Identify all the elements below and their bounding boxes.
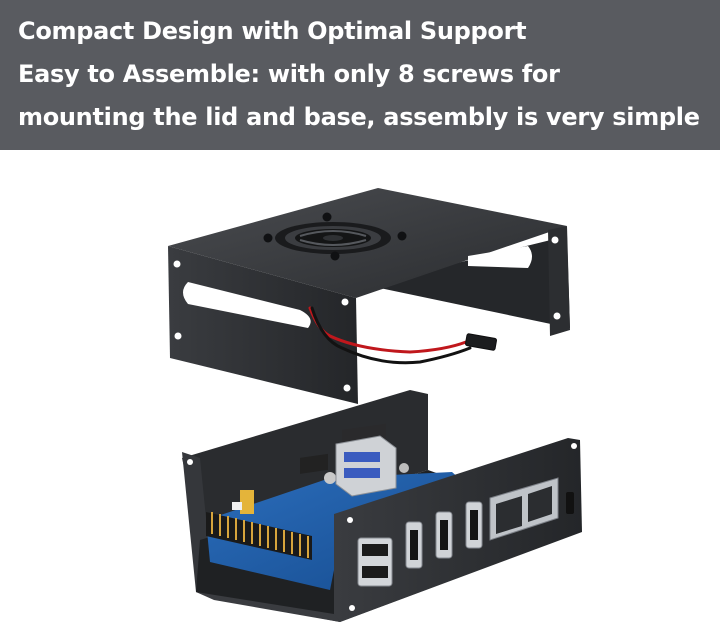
product-photo: [168, 188, 582, 622]
rear-usb-stack: [335, 435, 397, 497]
lid-front-slot: [183, 282, 311, 328]
gpio-header: [206, 512, 312, 560]
banner-headline: Compact Design with Optimal Support: [18, 17, 527, 45]
front-usb-ports: [357, 537, 393, 587]
capacitor-2: [399, 463, 409, 473]
connector-small: [232, 502, 242, 510]
fan-screws: [263, 212, 407, 261]
lid-right-outer-wall: [548, 226, 570, 336]
base-front-wall: [334, 438, 582, 622]
lid-right-slot: [468, 246, 532, 268]
micro-hdmi-ports: [405, 501, 483, 569]
lid-mounting-holes: [173, 236, 561, 392]
lid-front-wall: [168, 246, 358, 404]
case-lid: [168, 188, 570, 404]
memory-chip: [300, 453, 328, 474]
fan-icon: [275, 222, 391, 254]
connector-yellow: [240, 490, 254, 514]
banner-text-line-3: mounting the lid and base, assembly is v…: [18, 103, 700, 131]
feature-banner: Compact Design with Optimal Support Easy…: [0, 0, 720, 150]
ethernet-ports: [489, 477, 559, 541]
power-port: [566, 492, 574, 514]
fan-cable: [308, 306, 497, 365]
banner-text-line-2: Easy to Assemble: with only 8 screws for: [18, 60, 560, 88]
base-mounting-holes: [187, 443, 577, 611]
case-base: [182, 390, 582, 622]
base-front-left-edge: [196, 592, 340, 622]
capacitor: [324, 472, 336, 484]
